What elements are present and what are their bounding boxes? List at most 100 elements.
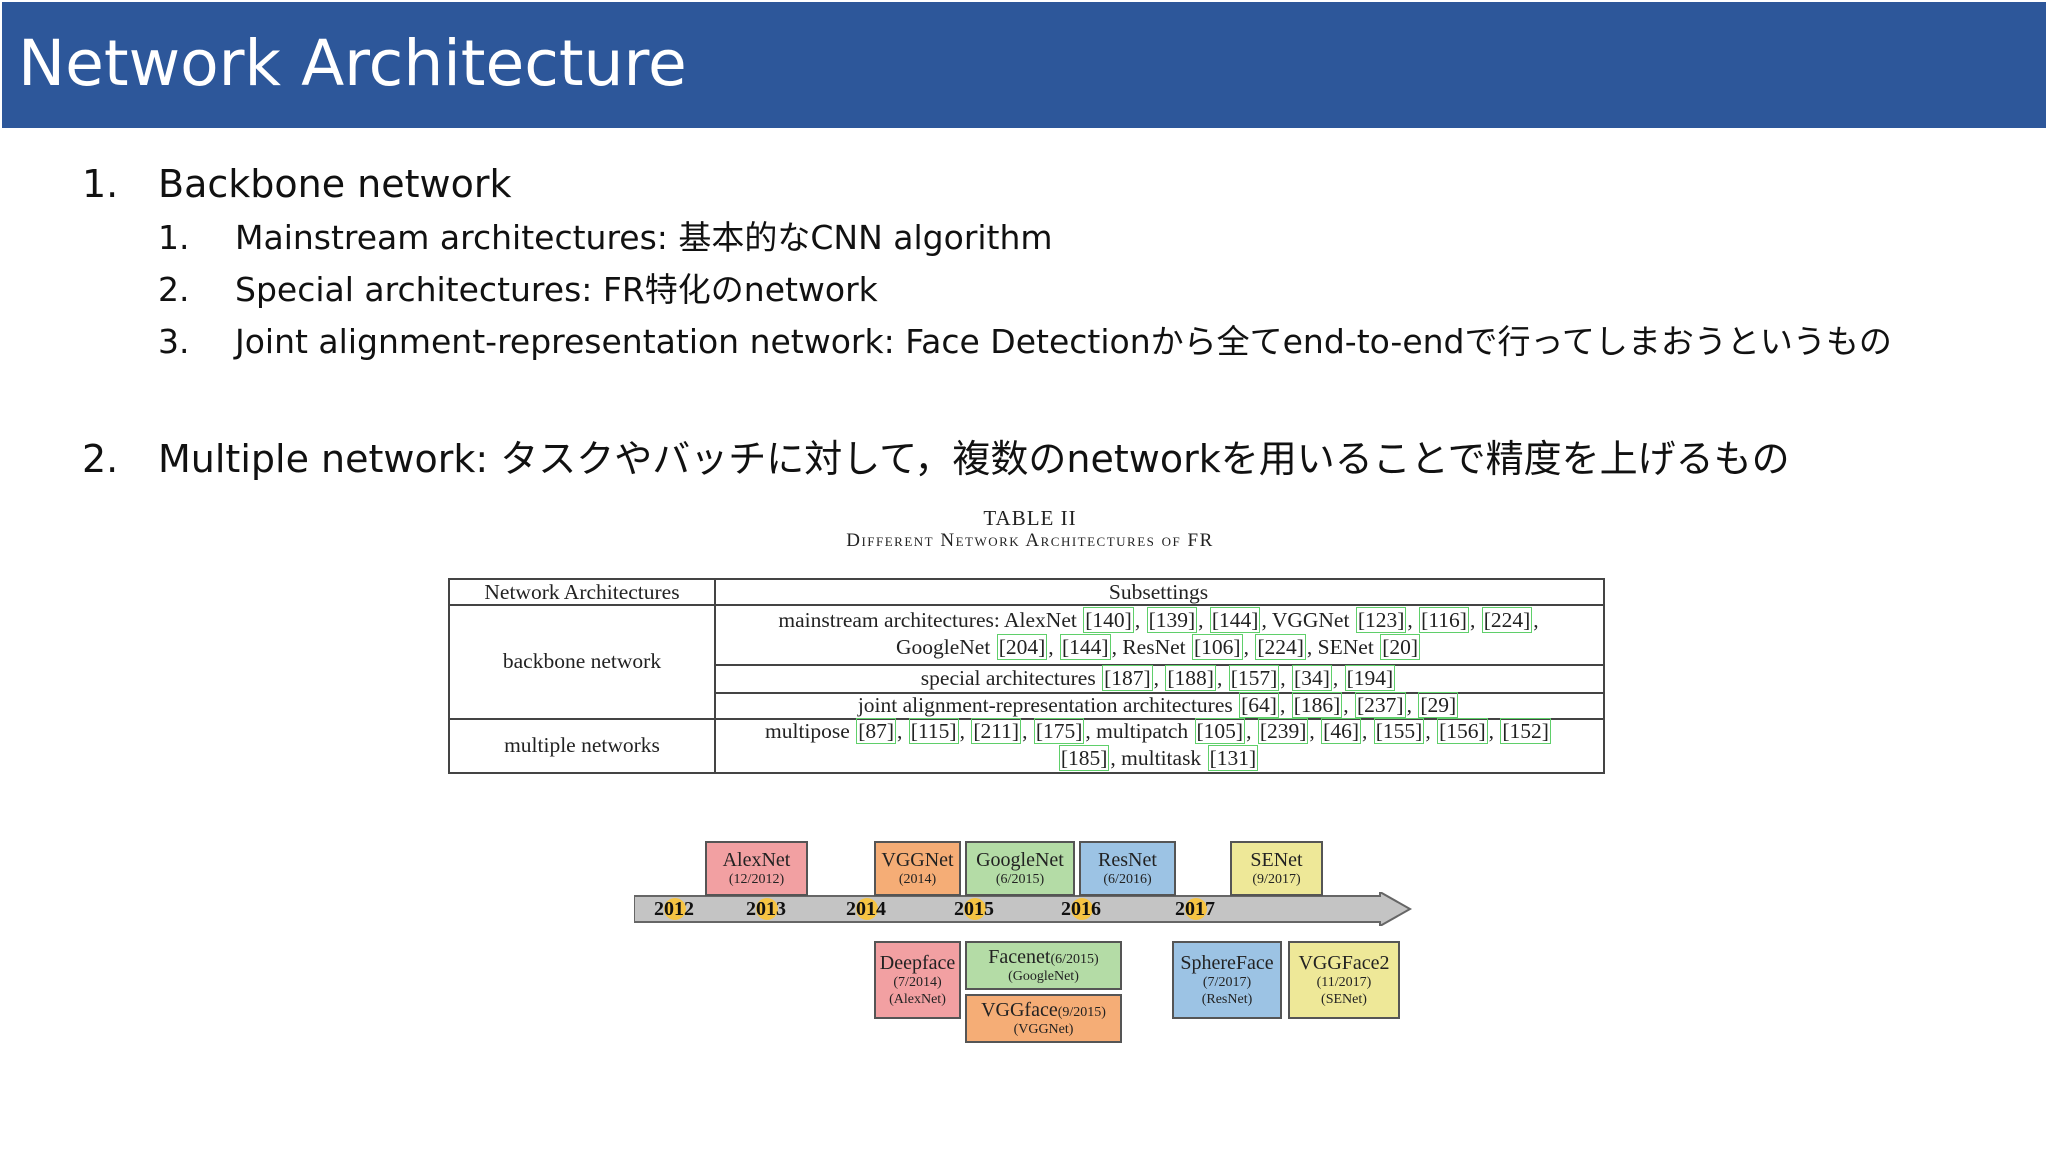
citation-ref: [188] [1165, 664, 1216, 691]
box-date: (7/2017) [1202, 975, 1252, 991]
year-label: 2017 [1175, 898, 1215, 920]
citation-ref: [237] [1355, 691, 1406, 718]
box-date: (6/2016) [1103, 871, 1152, 887]
box-name: AlexNet [722, 848, 791, 871]
box-name: VGGFace2 [1298, 952, 1390, 975]
cell-text: , [1469, 608, 1481, 632]
table-cell-category: backbone network [502, 648, 662, 673]
table-caption-title: TABLE II [983, 506, 1077, 530]
cell-text: , ResNet [1111, 635, 1192, 659]
table-divider [450, 718, 1603, 720]
table-divider [714, 692, 1603, 694]
citation-ref: [186] [1291, 691, 1343, 718]
box-date: (9/2017) [1252, 871, 1301, 887]
timeline-box-alexnet: AlexNet (12/2012) [705, 841, 808, 896]
citation-ref: [116] [1419, 607, 1469, 633]
timeline-box-deepface: Deepface (7/2014) (AlexNet) [874, 941, 961, 1019]
timeline-box-senet: SENet (9/2017) [1230, 841, 1323, 896]
citation-ref: [175] [1033, 718, 1085, 744]
box-name: VGGface(9/2015) [967, 999, 1120, 1022]
table-cell-subsetting: multipose [87], [115], [211], [175], mul… [714, 718, 1603, 772]
list-item-multiple: 2. Multiple network: タスクやバッチに対して，複数のnetw… [82, 436, 2042, 482]
cell-text: special architectures [920, 665, 1102, 690]
timeline-box-googlenet: GoogleNet (6/2015) [965, 841, 1075, 896]
year-marker [856, 898, 878, 920]
timeline-box-resnet: ResNet (6/2016) [1079, 841, 1176, 896]
list-number: 1. [82, 162, 119, 206]
list-label: Multiple network: タスクやバッチに対して，複数のnetwork… [158, 437, 1790, 481]
subsetting-text: multipose [87], [115], [211], [175], mul… [765, 718, 1552, 772]
list-item-backbone: 1. Backbone network [82, 161, 1482, 207]
citation-ref: [105] [1194, 718, 1246, 744]
citation-ref: [155] [1373, 718, 1425, 744]
box-date: (9/2015) [1057, 1004, 1106, 1020]
list-label: Joint alignment-representation network: … [235, 322, 1892, 361]
box-parent: (VGGNet) [1013, 1021, 1074, 1037]
cell-text: , multitask [1110, 746, 1207, 770]
subsetting-text: mainstream architectures: AlexNet [140],… [778, 607, 1539, 661]
sublist-item-mainstream: 1. Mainstream architectures: 基本的なCNN alg… [158, 217, 1958, 259]
year-label: 2014 [846, 898, 886, 920]
citation-ref: [211] [971, 718, 1022, 744]
citation-ref: [46] [1321, 718, 1361, 744]
box-name: Deepface [879, 952, 956, 975]
timeline-arrow [634, 892, 1413, 926]
citation-ref: [239] [1257, 718, 1309, 744]
cell-text: , [1246, 719, 1257, 743]
year-label: 2012 [654, 898, 694, 920]
cell-text: , [1425, 719, 1437, 743]
table-divider [714, 664, 1603, 666]
sublist-item-special: 2. Special architectures: FR特化のnetwork [158, 269, 1958, 311]
box-parent: (SENet) [1321, 991, 1367, 1007]
list-label: Backbone network [158, 162, 512, 206]
timeline-box-vggface2: VGGFace2 (11/2017) (SENet) [1288, 941, 1400, 1019]
cell-text: , VGGNet [1261, 608, 1355, 632]
table-cell-subsetting: joint alignment-representation architect… [714, 691, 1603, 719]
citation-ref: [224] [1255, 634, 1306, 660]
cell-text: , [1022, 719, 1033, 743]
table-cell-subsetting: mainstream architectures: AlexNet [140],… [714, 604, 1603, 664]
citation-ref: [123] [1355, 607, 1407, 633]
cell-text: , [1243, 635, 1255, 659]
list-label: Special architectures: FR特化のnetwork [235, 270, 878, 309]
citation-ref: [185] [1058, 745, 1110, 771]
citation-ref: [224] [1481, 607, 1533, 633]
cell-text: , [1198, 608, 1209, 632]
year-marker [756, 898, 778, 920]
citation-ref: [106] [1192, 634, 1243, 660]
cell-text: , multipatch [1085, 719, 1194, 743]
list-number: 2. [82, 437, 119, 481]
cell-text: mainstream architectures: AlexNet [778, 608, 1083, 632]
list-number: 3. [158, 322, 190, 361]
table-header-architectures: Network Architectures [484, 579, 680, 604]
citation-ref: [64] [1239, 691, 1279, 718]
slide-title: Network Architecture [18, 27, 687, 100]
citation-ref: [20] [1380, 634, 1421, 660]
cell-text: , [1153, 665, 1165, 690]
citation-ref: [157] [1228, 664, 1280, 691]
timeline-box-vggface: VGGface(9/2015) (VGGNet) [965, 994, 1122, 1043]
box-name: GoogleNet [976, 848, 1064, 871]
box-date: (12/2012) [728, 871, 785, 887]
citation-ref: [194] [1344, 664, 1396, 691]
sublist-item-joint: 3. Joint alignment-representation networ… [158, 321, 2038, 363]
citation-ref: [204] [996, 634, 1048, 660]
cell-text: , [1406, 692, 1418, 717]
subsetting-text: special architectures [187], [188], [157… [920, 664, 1396, 692]
cell-text: , [1361, 719, 1373, 743]
box-date: (11/2017) [1316, 975, 1372, 991]
box-date: (6/2015) [1050, 951, 1099, 967]
cell-text: multipose [765, 719, 856, 743]
cell-text: , [1407, 608, 1419, 632]
citation-ref: [34] [1292, 664, 1332, 691]
list-label: Mainstream architectures: 基本的なCNN algori… [235, 218, 1053, 257]
citation-ref: [140] [1083, 607, 1134, 633]
citation-ref: [156] [1437, 718, 1488, 744]
cell-text: , [1216, 665, 1228, 690]
citation-ref: [131] [1207, 745, 1259, 771]
cell-text: , SENet [1306, 635, 1380, 659]
box-name: VGGNet [881, 848, 954, 871]
subsetting-text: joint alignment-representation architect… [858, 691, 1459, 719]
cell-text: , [1279, 692, 1291, 717]
citation-ref: [144] [1060, 634, 1111, 660]
